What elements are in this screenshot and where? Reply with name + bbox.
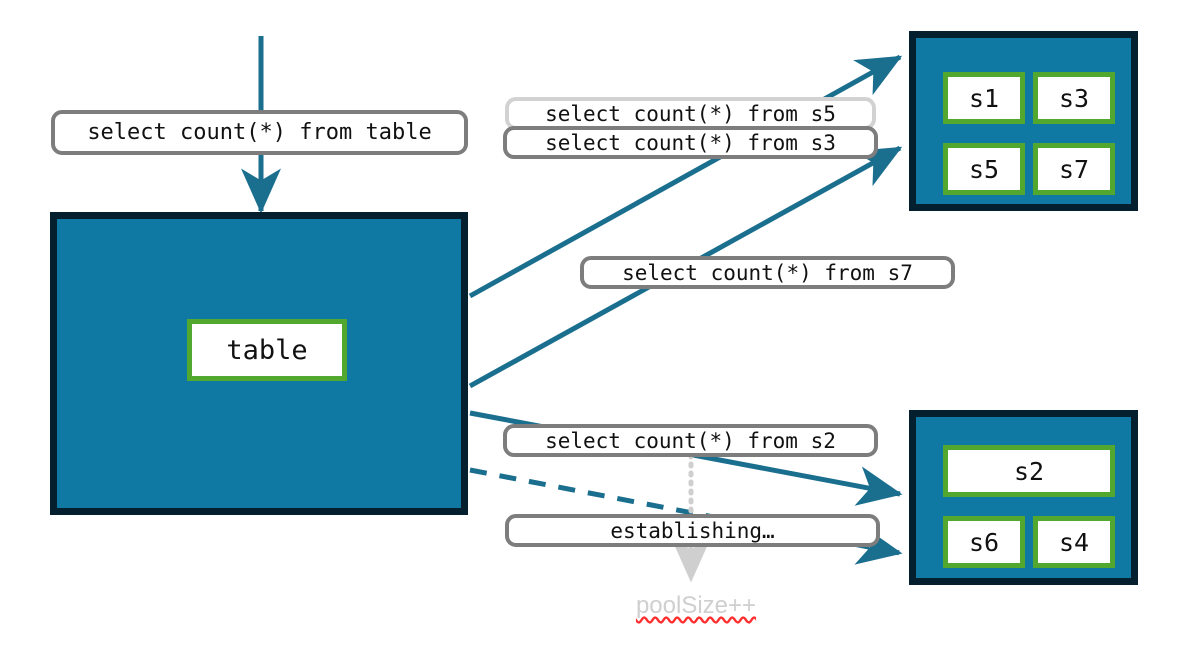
server-node-label: s5 <box>968 154 1000 184</box>
server-node-s5[interactable]: s5 <box>943 143 1025 195</box>
pool-size-text: poolSize++ <box>635 592 757 619</box>
label-query-s7[interactable]: select count(*) from s7 <box>580 256 955 289</box>
lower-server-group[interactable]: s2 s6 s4 <box>909 410 1138 585</box>
label-establishing[interactable]: establishing… <box>505 514 880 547</box>
server-node-s3[interactable]: s3 <box>1033 72 1115 124</box>
upper-server-group[interactable]: s1 s3 s5 s7 <box>909 31 1138 211</box>
server-node-s6[interactable]: s6 <box>943 516 1025 568</box>
server-node-label: s6 <box>968 527 1000 557</box>
label-text: select count(*) from s7 <box>622 260 913 285</box>
server-node-s2[interactable]: s2 <box>943 445 1115 497</box>
label-query-s2[interactable]: select count(*) from s2 <box>503 424 878 457</box>
table-container[interactable]: table <box>50 212 468 515</box>
label-incoming-query[interactable]: select count(*) from table <box>51 110 468 155</box>
table-node-label: table <box>226 334 308 366</box>
label-text: select count(*) from s3 <box>545 130 836 155</box>
label-query-s5[interactable]: select count(*) from s5 <box>505 97 876 130</box>
table-node[interactable]: table <box>187 319 347 381</box>
label-text: select count(*) from s2 <box>545 428 836 453</box>
server-node-label: s7 <box>1058 154 1090 184</box>
label-text: select count(*) from table <box>87 120 432 145</box>
label-text: select count(*) from s5 <box>545 101 836 126</box>
label-query-s3[interactable]: select count(*) from s3 <box>503 126 878 159</box>
server-node-s4[interactable]: s4 <box>1033 516 1115 568</box>
server-node-label: s3 <box>1058 83 1090 113</box>
server-node-s7[interactable]: s7 <box>1033 143 1115 195</box>
pool-size-caption: poolSize++ <box>596 592 796 620</box>
label-text: establishing… <box>610 518 775 543</box>
server-node-label: s1 <box>968 83 1000 113</box>
server-node-s1[interactable]: s1 <box>943 72 1025 124</box>
server-node-label: s4 <box>1058 527 1090 557</box>
server-node-label: s2 <box>1013 456 1045 486</box>
